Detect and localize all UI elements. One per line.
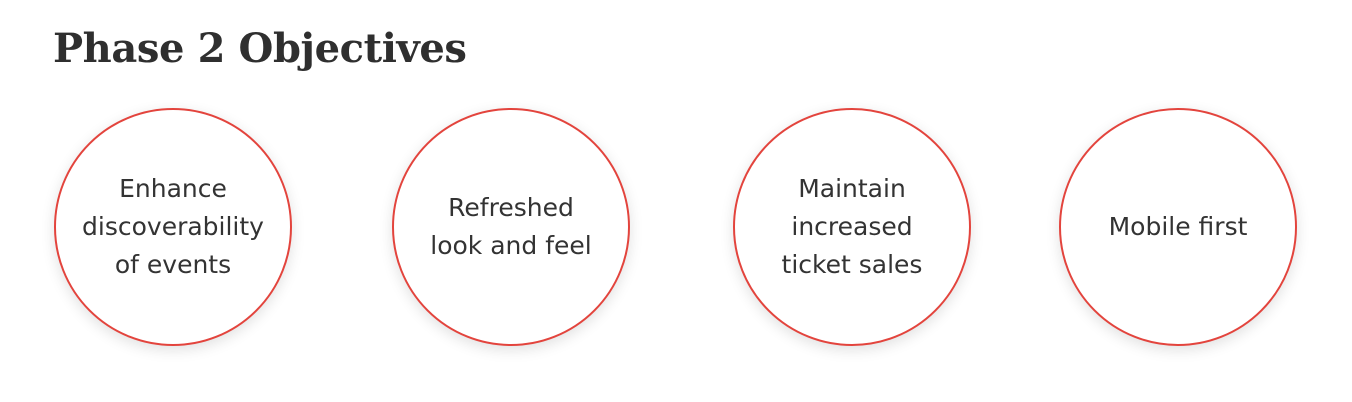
objective-line: Maintain <box>798 174 906 203</box>
objective-line: ticket sales <box>781 250 923 279</box>
objective-circle-refreshed-look: Refreshed look and feel <box>392 108 630 346</box>
objective-line: increased <box>791 212 913 241</box>
objective-circle-enhance-discoverability: Enhance discoverability of events <box>54 108 292 346</box>
objective-line: Mobile first <box>1108 212 1248 241</box>
objective-line: Refreshed <box>448 193 574 222</box>
objective-line: Enhance <box>119 174 227 203</box>
objective-line: look and feel <box>430 231 592 260</box>
objective-line: discoverability <box>82 212 264 241</box>
objective-label: Enhance discoverability of events <box>70 170 276 284</box>
page-title: Phase 2 Objectives <box>53 25 467 72</box>
objective-label: Maintain increased ticket sales <box>770 170 935 284</box>
objective-circle-mobile-first: Mobile first <box>1059 108 1297 346</box>
objective-label: Mobile first <box>1097 208 1260 246</box>
objective-label: Refreshed look and feel <box>418 189 603 265</box>
objective-circle-ticket-sales: Maintain increased ticket sales <box>733 108 971 346</box>
objective-line: of events <box>114 250 232 279</box>
